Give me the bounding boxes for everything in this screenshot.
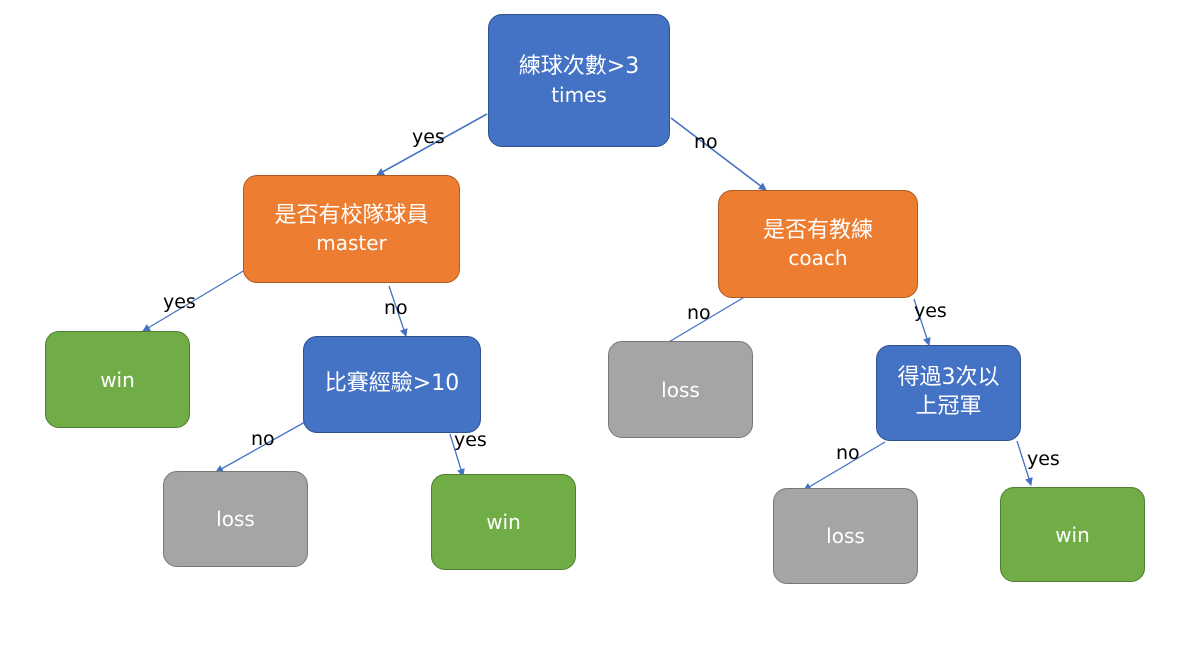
node-champion-line1: 得過3次以 (897, 365, 1000, 391)
node-master-line1: 是否有校隊球員 (274, 202, 429, 228)
leaf-loss-experience: loss (163, 471, 308, 567)
edge-champ-no (803, 441, 886, 491)
edge-label-champ-yes: yes (1027, 448, 1060, 470)
node-coach-line2: coach (788, 246, 848, 271)
edge-champ-yes (1016, 440, 1033, 486)
leaf-loss-coach-label: loss (661, 377, 700, 402)
edge-root-no (670, 117, 767, 191)
edge-master-no (388, 285, 408, 337)
edge-label-coach-no: no (687, 302, 711, 324)
edge-label-root-yes: yes (412, 126, 445, 148)
edge-label-root-no: no (694, 131, 718, 153)
leaf-win-experience-label: win (486, 510, 521, 534)
node-coach-line1: 是否有教練 (762, 217, 873, 243)
node-root-practice-times: 練球次數>3 times (488, 14, 670, 147)
leaf-win-champion-label: win (1055, 522, 1090, 547)
leaf-win-master: win (45, 331, 190, 428)
node-experience-line1: 比賽經驗>10 (324, 371, 460, 397)
edge-label-coach-yes: yes (914, 300, 947, 322)
leaf-loss-coach: loss (608, 341, 753, 438)
node-coach: 是否有教練 coach (718, 190, 918, 298)
node-varsity-master: 是否有校隊球員 master (243, 175, 460, 283)
edge-exp-yes (449, 433, 465, 477)
edge-label-master-yes: yes (163, 291, 196, 313)
node-root-line1: 練球次數>3 (518, 54, 640, 80)
leaf-win-champion: win (1000, 487, 1145, 582)
node-root-line2: times (551, 82, 607, 107)
leaf-loss-experience-label: loss (216, 507, 255, 531)
edge-label-champ-no: no (836, 442, 860, 464)
node-master-line2: master (316, 231, 387, 256)
leaf-win-experience: win (431, 474, 576, 570)
edge-root-yes (376, 113, 488, 176)
edge-coach-no (656, 288, 759, 350)
leaf-win-master-label: win (100, 367, 135, 392)
edge-coach-yes (913, 298, 931, 346)
leaf-loss-champion-label: loss (826, 524, 865, 548)
leaf-loss-champion: loss (773, 488, 918, 584)
edge-label-exp-no: no (251, 428, 275, 450)
edge-master-yes (142, 269, 246, 332)
node-champion-count: 得過3次以 上冠軍 (876, 345, 1021, 441)
node-champion-line2: 上冠軍 (915, 394, 982, 419)
edge-label-master-no: no (384, 297, 408, 319)
edge-label-exp-yes: yes (454, 429, 487, 451)
node-match-experience: 比賽經驗>10 (303, 336, 481, 433)
edge-exp-no (215, 421, 306, 473)
